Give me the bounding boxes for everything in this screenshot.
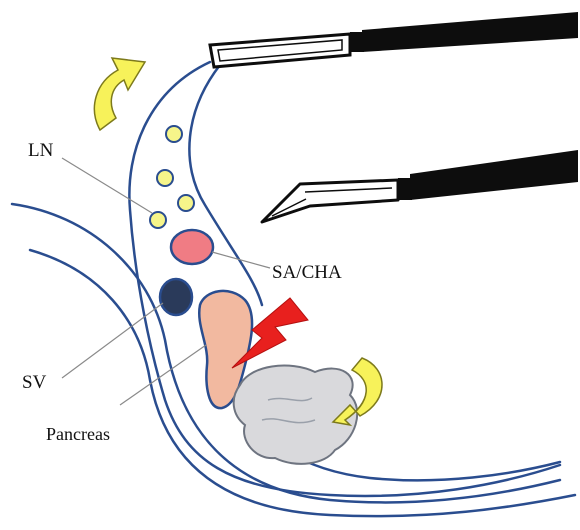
label-sa-cha: SA/CHA bbox=[272, 262, 342, 283]
label-pancreas: Pancreas bbox=[46, 424, 110, 444]
vein-sv bbox=[160, 279, 192, 315]
grasper-instrument bbox=[210, 12, 578, 67]
lymph-node bbox=[150, 212, 166, 228]
leader-line-ln bbox=[62, 158, 152, 213]
dissector-instrument bbox=[262, 150, 578, 222]
dissector-tip bbox=[262, 180, 398, 222]
label-ln: LN bbox=[28, 140, 54, 161]
label-sv: SV bbox=[22, 372, 47, 393]
grasper-shaft bbox=[362, 12, 578, 52]
lymph-node bbox=[178, 195, 194, 211]
lymph-node bbox=[157, 170, 173, 186]
dissector-collar bbox=[398, 178, 412, 200]
mesentery-right bbox=[189, 65, 262, 305]
lymph-nodes bbox=[150, 126, 194, 228]
leader-line-sa-cha bbox=[212, 252, 270, 268]
stomach-shape bbox=[234, 366, 358, 464]
grasper-collar bbox=[350, 32, 364, 52]
lymph-node bbox=[166, 126, 182, 142]
curved-arrow-icon bbox=[94, 58, 145, 130]
artery-sa-cha bbox=[171, 230, 213, 264]
dissector-shaft bbox=[410, 150, 578, 200]
